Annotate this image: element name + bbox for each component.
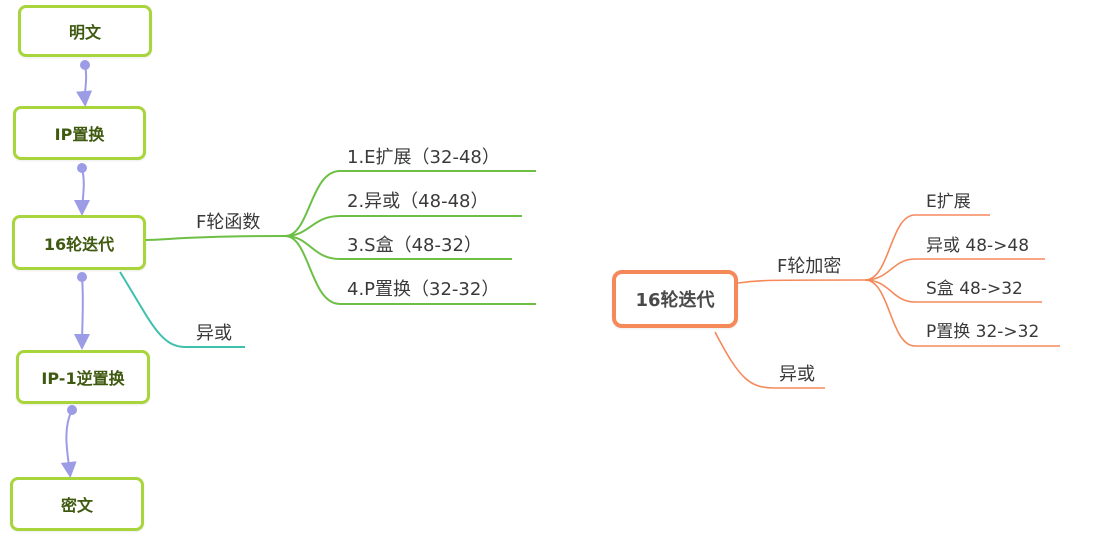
teal-branch [119,271,245,348]
branch-f-function: F轮函数 [196,212,261,233]
map-step-s-box: S盒 48->32 [926,279,1023,299]
f-step-s-box: 3.S盒（48-32） [347,235,482,256]
f-step-xor: 2.异或（48-48） [347,191,489,212]
f-step-p-permutation: 4.P置换（32-32） [347,279,500,300]
flow-node-16-rounds: 16轮迭代 [12,215,146,270]
flow-node-ciphertext: 密文 [10,477,144,531]
branch-xor-left: 异或 [196,323,232,344]
flow-arrows [60,60,93,478]
orange-branches [714,214,1060,389]
flow-node-plaintext: 明文 [18,5,152,57]
map-step-xor: 异或 48->48 [926,236,1030,256]
map-step-e-expansion: E扩展 [926,192,971,212]
green-branches [145,170,536,305]
flow-node-ip-permutation: IP置换 [13,106,146,160]
map-branch-xor: 异或 [779,364,815,385]
f-step-e-expansion: 1.E扩展（32-48） [347,147,500,168]
map-step-p-permutation: P置换 32->32 [926,322,1040,342]
map-root-16-rounds: 16轮迭代 [612,270,738,328]
map-branch-f-encrypt: F轮加密 [777,256,842,277]
flow-node-ip-inverse: IP-1逆置换 [16,350,150,404]
